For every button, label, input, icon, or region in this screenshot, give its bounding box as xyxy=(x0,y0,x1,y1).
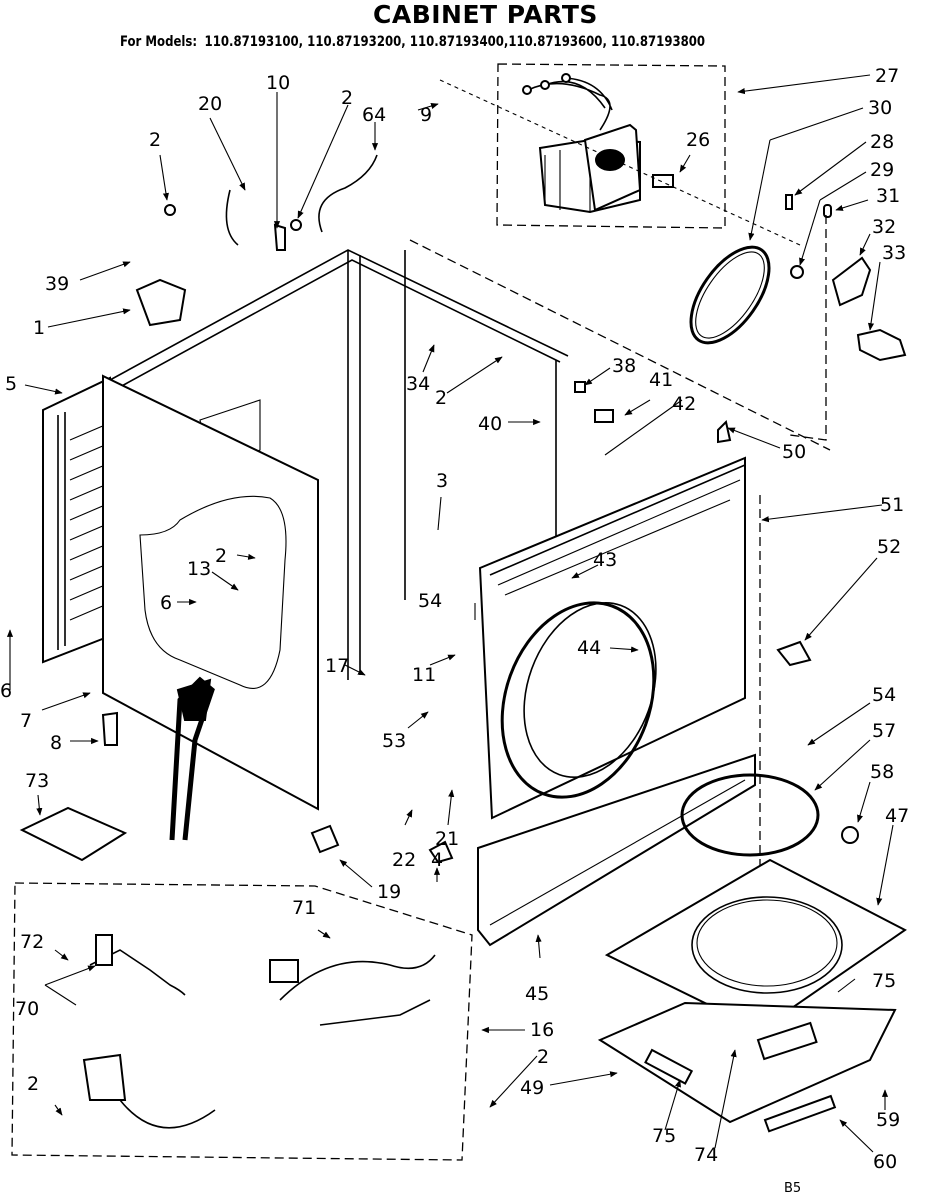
callout-6-left: 6 xyxy=(0,680,12,702)
callout-34: 34 xyxy=(406,373,430,395)
models-line: For Models: 110.87193100, 110.87193200, 1… xyxy=(120,34,705,50)
callout-4: 4 xyxy=(431,849,443,871)
part-73-manual xyxy=(19,806,128,862)
part-5-side-panel xyxy=(42,376,111,664)
part-28 xyxy=(785,194,793,210)
part-60-strip xyxy=(763,1094,837,1133)
callout-73: 73 xyxy=(25,770,49,792)
callout-39: 39 xyxy=(45,273,69,295)
part-32-bracket xyxy=(831,256,872,307)
cabinet-frame xyxy=(109,239,831,680)
callout-19: 19 xyxy=(377,881,401,903)
callout-54-right: 54 xyxy=(872,684,896,706)
callout-42: 42 xyxy=(672,393,696,415)
callout-50: 50 xyxy=(782,441,806,463)
callout-2-inner: 2 xyxy=(215,545,227,567)
leader-lines xyxy=(6,74,894,1153)
part-33-pulley xyxy=(856,328,907,362)
motor-assembly xyxy=(439,63,801,246)
callout-31: 31 xyxy=(876,185,900,207)
callout-10: 10 xyxy=(266,72,290,94)
callout-1: 1 xyxy=(33,317,45,339)
part-57-ring xyxy=(680,773,820,857)
callout-51: 51 xyxy=(880,494,904,516)
callout-28: 28 xyxy=(870,131,894,153)
callout-33: 33 xyxy=(882,242,906,264)
diagram-code: B5 xyxy=(784,1181,802,1196)
callout-70: 70 xyxy=(15,998,39,1020)
part-51-front-panel xyxy=(478,456,761,1030)
part-7-rear-panel xyxy=(102,374,319,841)
callout-26: 26 xyxy=(686,129,710,151)
callout-2-harness: 2 xyxy=(27,1073,39,1095)
callout-43: 43 xyxy=(593,549,617,571)
callout-13: 13 xyxy=(187,558,211,580)
harness-box xyxy=(11,882,473,1161)
callout-54-center: 54 xyxy=(418,590,442,612)
callout-2-center: 2 xyxy=(435,387,447,409)
callout-71: 71 xyxy=(292,897,316,919)
part-31 xyxy=(823,204,832,218)
callout-29: 29 xyxy=(870,159,894,181)
callout-11: 11 xyxy=(412,664,436,686)
callout-60: 60 xyxy=(873,1151,897,1173)
callout-labels: 27 30 28 29 31 32 33 26 9 64 2 10 20 2 3… xyxy=(0,65,909,1173)
callout-16: 16 xyxy=(530,1019,554,1041)
callout-57: 57 xyxy=(872,720,896,742)
callout-38: 38 xyxy=(612,355,636,377)
callout-45: 45 xyxy=(525,983,549,1005)
callout-2-left: 2 xyxy=(149,129,161,151)
callout-59: 59 xyxy=(876,1109,900,1131)
callout-41: 41 xyxy=(649,369,673,391)
callout-27: 27 xyxy=(875,65,899,87)
callout-58: 58 xyxy=(870,761,894,783)
callout-21: 21 xyxy=(435,828,459,850)
callout-74: 74 xyxy=(694,1144,718,1166)
part-29 xyxy=(790,265,804,279)
callout-9: 9 xyxy=(420,104,432,126)
callout-49: 49 xyxy=(520,1077,544,1099)
callout-3: 3 xyxy=(436,470,448,492)
callout-2-lower: 2 xyxy=(537,1046,549,1068)
callout-64: 64 xyxy=(362,104,386,126)
part-44-door-opening xyxy=(523,602,657,778)
callout-7: 7 xyxy=(20,710,32,732)
callout-75-right: 75 xyxy=(872,970,896,992)
callout-22: 22 xyxy=(392,849,416,871)
callout-8: 8 xyxy=(50,732,62,754)
callout-52: 52 xyxy=(877,536,901,558)
callout-6-inner: 6 xyxy=(160,592,172,614)
callout-72: 72 xyxy=(20,931,44,953)
title-text: CABINET PARTS xyxy=(373,0,598,29)
callout-30: 30 xyxy=(868,97,892,119)
part-30-belt xyxy=(689,245,771,345)
models-prefix: For Models: xyxy=(120,34,198,50)
models-list: 110.87193100, 110.87193200, 110.87193400… xyxy=(204,34,706,50)
callout-17: 17 xyxy=(325,655,349,677)
callout-44: 44 xyxy=(577,637,601,659)
callout-2-top: 2 xyxy=(341,87,353,109)
callout-5: 5 xyxy=(5,373,17,395)
callout-20: 20 xyxy=(198,93,222,115)
callout-53: 53 xyxy=(382,730,406,752)
callout-32: 32 xyxy=(872,216,896,238)
callout-47: 47 xyxy=(885,805,909,827)
callout-75-bottom: 75 xyxy=(652,1125,676,1147)
part-49-tray xyxy=(597,1001,897,1124)
part-26-switch xyxy=(652,174,674,188)
callout-40: 40 xyxy=(478,413,502,435)
